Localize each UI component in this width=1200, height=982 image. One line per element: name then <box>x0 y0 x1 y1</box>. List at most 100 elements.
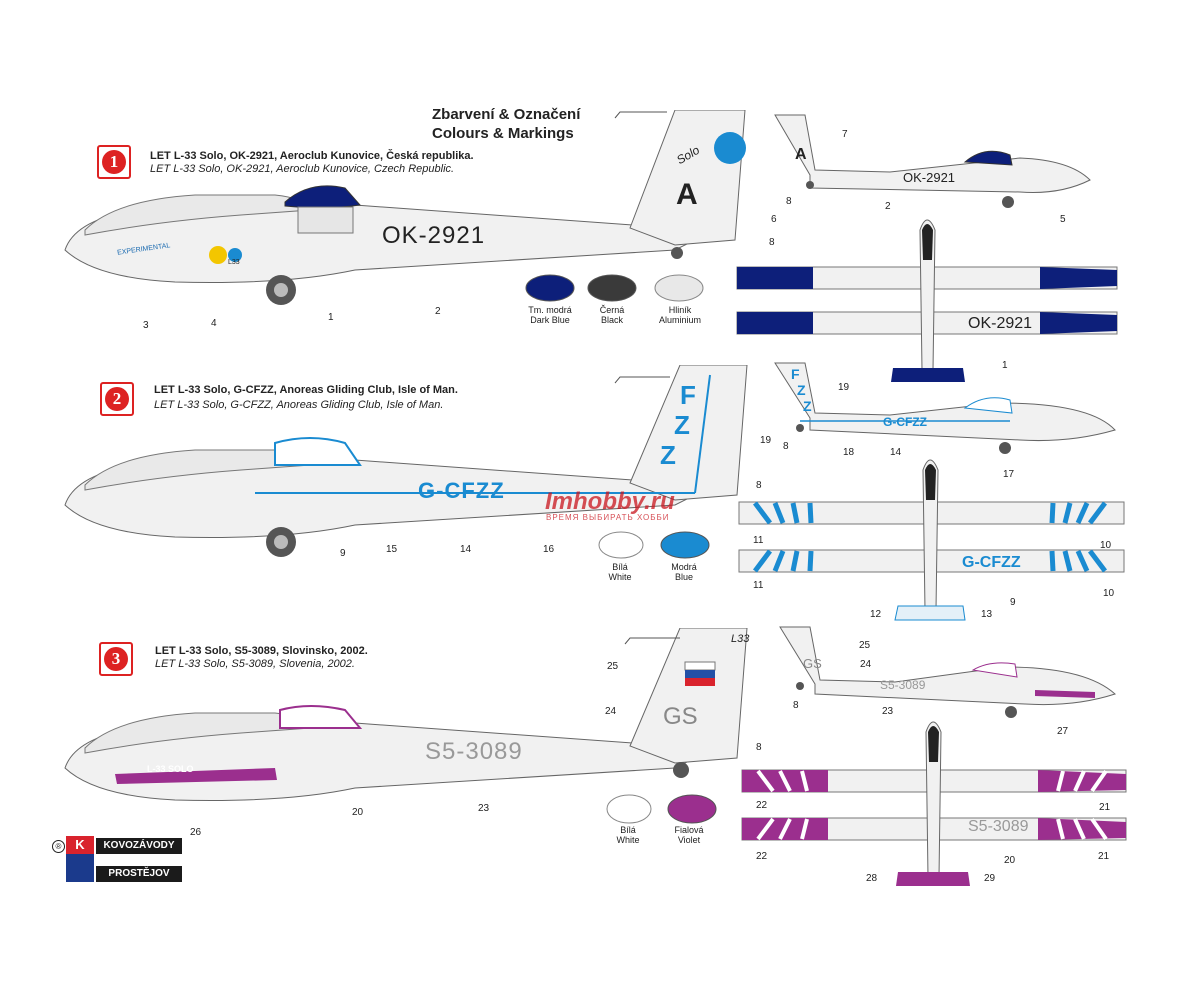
scheme-2-tail-letter: F <box>680 380 696 410</box>
top-registration: S5-3089 <box>968 818 1029 835</box>
scheme-1-registration: OK-2921 <box>382 222 486 249</box>
callout: 26 <box>190 827 202 838</box>
callout: 16 <box>543 544 555 555</box>
small-tail-letter: Z <box>803 398 812 414</box>
callout: 18 <box>843 447 855 458</box>
callout: 8 <box>756 742 762 753</box>
small-tail-letter: F <box>791 366 800 382</box>
callout: 29 <box>984 873 996 884</box>
scheme-3-tail-type: L33 <box>731 633 750 645</box>
scheme-3-small-side-view <box>779 626 1116 718</box>
callout: 22 <box>756 800 768 811</box>
callout: 8 <box>783 441 789 452</box>
scheme-1-swatches <box>525 274 704 302</box>
scheme-2-badge: 2 <box>100 382 134 416</box>
top-registration: OK-2921 <box>968 315 1033 332</box>
callout: 23 <box>882 706 894 717</box>
scheme-1-side-view <box>64 110 746 305</box>
scheme-3-tail-code: GS <box>663 703 698 730</box>
callout: 23 <box>478 803 490 814</box>
scheme-3-top-view <box>741 721 1127 886</box>
scheme-2-title-cz: LET L-33 Solo, G-CFZZ, Anoreas Gliding C… <box>154 384 458 396</box>
callout: 19 <box>760 435 772 446</box>
callout: 1 <box>328 312 334 323</box>
callout: 12 <box>870 609 882 620</box>
scheme-2-side-view <box>64 365 748 557</box>
scheme-3-swatches <box>606 794 717 824</box>
callout: 2 <box>435 306 441 317</box>
small-tail-code: GS <box>803 656 822 671</box>
scheme-2-tail-letter: Z <box>674 410 690 440</box>
scheme-2-title-en: LET L-33 Solo, G-CFZZ, Anoreas Gliding C… <box>154 399 444 411</box>
callout: 8 <box>786 196 792 207</box>
callout: 11 <box>753 580 764 591</box>
callout: 24 <box>605 706 617 717</box>
callout: 14 <box>890 447 902 458</box>
callout: 21 <box>1098 851 1110 862</box>
scheme-1-badge: 1 <box>97 145 131 179</box>
callout: 2 <box>885 201 891 212</box>
scheme-1-top-view <box>736 219 1118 382</box>
scheme-1-small-side-view <box>774 114 1091 208</box>
callout: 9 <box>1010 597 1016 608</box>
small-tail-letter: Z <box>797 382 806 398</box>
small-registration: OK-2921 <box>903 170 956 185</box>
callout: 10 <box>1100 540 1112 551</box>
callout: 1 <box>1002 360 1008 371</box>
scheme-3-badge: 3 <box>99 642 133 676</box>
scheme-1-tail-letter: A <box>676 178 698 211</box>
watermark-brand: Imhobby.ru <box>545 488 675 515</box>
callout: 10 <box>1103 588 1115 599</box>
callout: 25 <box>607 661 619 672</box>
top-registration: G-CFZZ <box>962 554 1021 571</box>
scheme-3-fuselage-text: L-33 SOLO <box>147 764 194 774</box>
callout: 4 <box>211 318 217 329</box>
scheme-1-title-cz: LET L-33 Solo, OK-2921, Aeroclub Kunovic… <box>150 150 474 162</box>
callout: 19 <box>838 382 850 393</box>
callout: 24 <box>860 659 872 670</box>
logo-line2: PROSTĚJOV <box>96 866 182 882</box>
callout: 17 <box>1003 469 1015 480</box>
callout: 9 <box>340 548 346 559</box>
callout: 8 <box>769 237 775 248</box>
scheme-2-swatches <box>598 531 710 559</box>
scheme-3-registration: S5-3089 <box>425 738 523 765</box>
callout: 8 <box>756 480 762 491</box>
callout: 13 <box>981 609 993 620</box>
scheme-3-side-view <box>64 628 748 801</box>
callout: 22 <box>756 851 768 862</box>
small-registration: G-CFZZ <box>883 415 927 429</box>
page-heading-en: Colours & Markings <box>432 125 574 142</box>
callout: 6 <box>771 214 777 225</box>
callout: 14 <box>460 544 472 555</box>
watermark-slogan: ВРЕМЯ ВЫБИРАТЬ ХОББИ <box>546 513 670 522</box>
logo-line1: KOVOZÁVODY <box>96 838 182 854</box>
scheme-3-title-en: LET L-33 Solo, S5-3089, Slovenia, 2002. <box>155 658 355 670</box>
logo-mark: K <box>66 836 94 854</box>
callout: 11 <box>753 535 764 546</box>
page-heading-cz: Zbarvení & Označení <box>432 106 581 123</box>
callout: 8 <box>793 700 799 711</box>
callout: 5 <box>1060 214 1066 225</box>
scheme-2-top-view <box>738 459 1125 621</box>
callout: 20 <box>1004 855 1016 866</box>
callout: 27 <box>1057 726 1069 737</box>
callout: 7 <box>842 129 848 140</box>
callout: 15 <box>386 544 398 555</box>
scheme-3-title-cz: LET L-33 Solo, S5-3089, Slovinsko, 2002. <box>155 645 368 657</box>
callout: 21 <box>1099 802 1111 813</box>
scheme-2-registration: G-CFZZ <box>418 478 505 503</box>
callout: 25 <box>859 640 871 651</box>
scheme-1-title-en: LET L-33 Solo, OK-2921, Aeroclub Kunovic… <box>150 163 455 175</box>
callout: 28 <box>866 873 878 884</box>
scheme-2-small-side-view <box>774 362 1116 454</box>
callout: 3 <box>143 320 149 331</box>
small-registration: S5-3089 <box>880 678 926 692</box>
callout: 20 <box>352 807 364 818</box>
